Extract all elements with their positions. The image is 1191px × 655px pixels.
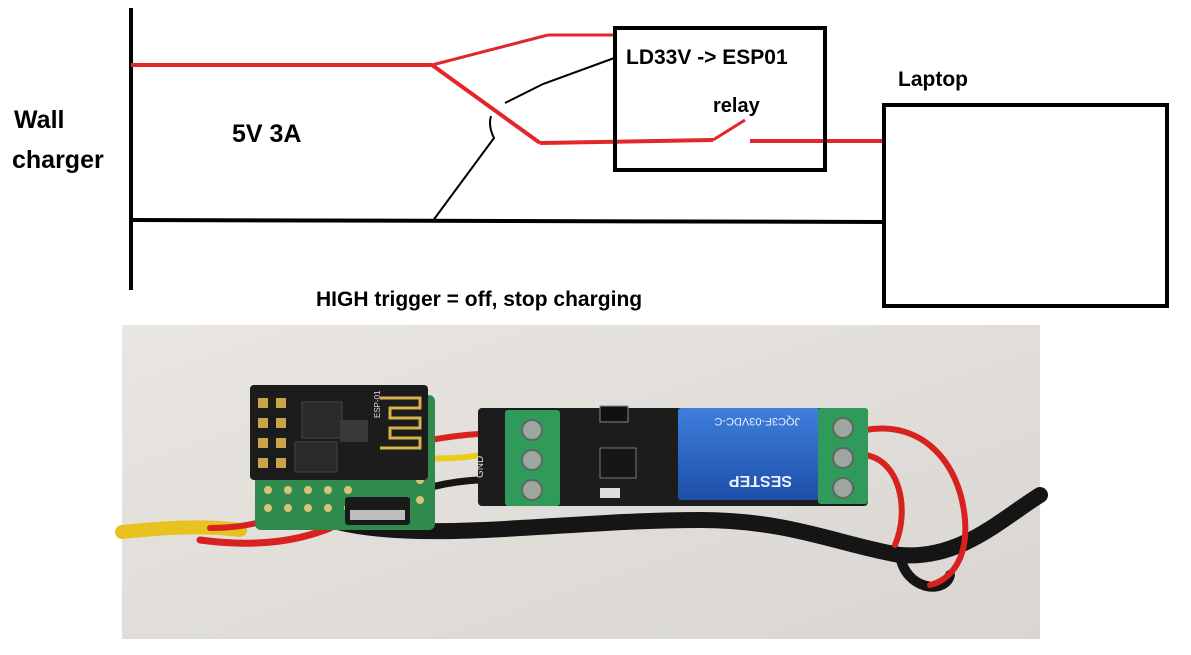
- photo-relay-cube: [678, 408, 820, 500]
- photo-relay-brand-text: SESTEP: [729, 472, 792, 489]
- charger-label-line1: Wall: [14, 106, 64, 134]
- photo-ldo-tab: [350, 510, 405, 520]
- laptop-label: Laptop: [898, 68, 968, 91]
- module-label: LD33V -> ESP01: [626, 46, 788, 69]
- photo-black-wire-loop: [895, 550, 955, 592]
- photo-esp01-chip: [301, 401, 343, 439]
- supply-label: 5V 3A: [232, 120, 301, 148]
- photo-esp01-text: ESP-01: [373, 390, 382, 418]
- photo-esp01-chip2: [294, 441, 338, 473]
- photo-esp01-flash: [340, 420, 368, 442]
- relay-contact: [712, 118, 746, 142]
- photo-red-wire-right-2: [862, 452, 905, 548]
- ground-lead-to-module-2: [504, 56, 618, 104]
- photo-jumper: [599, 405, 629, 423]
- positive-wire-relay-in: [539, 138, 714, 145]
- relay-label: relay: [713, 95, 761, 117]
- photo-esp01-pins: [258, 398, 286, 468]
- photo-red-wire-right: [862, 425, 969, 588]
- photo-red-wire-left: [196, 524, 334, 547]
- photo-relay-model-text: JQC3F-03VDC-C: [714, 415, 800, 427]
- photo-gnd-label: GND: [475, 456, 486, 478]
- photo-smd-led: [600, 488, 620, 498]
- ground-wire: [130, 218, 886, 224]
- photo-optocoupler: [599, 447, 637, 479]
- caption: HIGH trigger = off, stop charging: [316, 288, 642, 311]
- module-box: [613, 26, 827, 172]
- charger-label-line2: charger: [12, 146, 104, 174]
- photo-terminal-screws-right: [832, 417, 854, 499]
- laptop-box: [882, 103, 1169, 308]
- positive-wire-to-module: [431, 33, 549, 67]
- photo-terminal-screws-left: [521, 419, 543, 501]
- hardware-photo: ESP-01 GND JQC3F-03VDC-C SESTEP: [115, 325, 1048, 639]
- positive-wire-to-relay: [430, 63, 542, 145]
- schematic: Wall charger 5V 3A LD33V -> ESP01 relay …: [12, 8, 1169, 311]
- photo-esp01-antenna: [380, 396, 422, 450]
- ground-lead-to-module: [431, 115, 496, 223]
